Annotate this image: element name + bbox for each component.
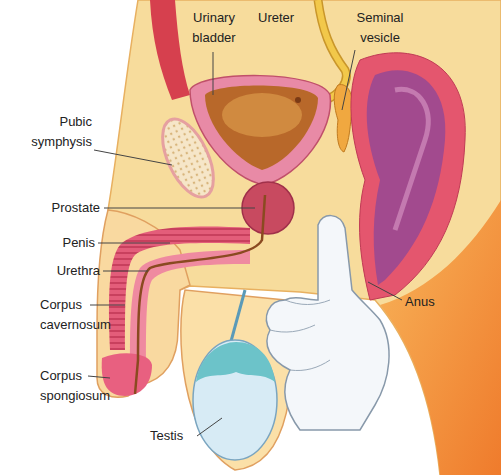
part-label: Urinary bladder — [178, 8, 250, 48]
leader-line — [98, 243, 170, 244]
part-label: Ureter — [258, 8, 318, 28]
part-label: Seminal vesicle — [345, 8, 415, 48]
bladder-wall — [190, 76, 330, 185]
body-section — [108, 0, 501, 475]
part-label: Prostate — [30, 198, 100, 218]
bladder-opening — [295, 97, 301, 103]
bladder-lumen — [205, 86, 318, 170]
part-label: Pubic symphysis — [17, 112, 92, 152]
epididymis — [196, 342, 275, 382]
leader-line — [88, 376, 110, 378]
testis-shape — [193, 340, 277, 460]
part-label: Urethra — [30, 261, 100, 281]
abdominal-muscle — [150, 0, 190, 100]
part-label: Penis — [25, 233, 95, 253]
part-label: Corpus spongiosum — [40, 366, 120, 406]
rectum-wall — [351, 53, 465, 300]
part-label: Anus — [405, 292, 455, 312]
leader-line — [342, 50, 355, 110]
knuckle-lines — [270, 300, 330, 371]
rectum-lumen — [367, 70, 446, 285]
leader-line — [197, 418, 222, 436]
part-label: Testis — [150, 426, 200, 446]
leader-line — [104, 208, 255, 209]
rectum-fold — [395, 89, 428, 230]
seminal-vesicle-shape — [334, 85, 352, 152]
leader-line — [213, 52, 214, 95]
leader-line — [90, 305, 125, 306]
leader-line — [368, 282, 402, 300]
bladder-highlight — [222, 93, 302, 137]
spermatic-cord — [230, 290, 245, 345]
leader-lines — [88, 50, 402, 436]
leader-line — [103, 271, 148, 272]
leader-line — [94, 150, 172, 165]
part-label: Corpus cavernosum — [40, 295, 120, 335]
gloved-hand — [266, 216, 389, 430]
